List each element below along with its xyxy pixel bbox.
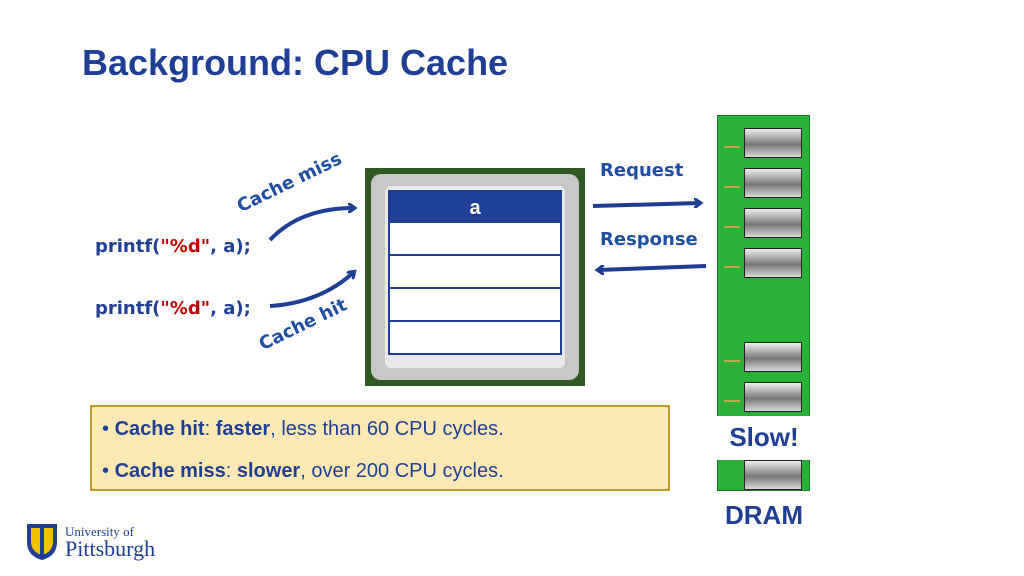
dram-contact	[724, 226, 740, 228]
dram-contact	[724, 146, 740, 148]
bullet-speed: faster	[215, 418, 271, 440]
code-suffix: , a);	[210, 236, 251, 257]
bullet-term: Cache hit	[114, 418, 205, 440]
dram-contact	[724, 400, 740, 402]
request-label: Request	[600, 160, 684, 181]
memory-chip	[744, 128, 802, 158]
slow-label: Slow!	[729, 422, 799, 452]
university-logo: University of Pittsburgh	[25, 518, 185, 568]
bullet-separator: :	[204, 418, 216, 440]
cache-miss-arrow	[268, 208, 354, 242]
request-arrow	[592, 203, 700, 206]
cache-line-empty	[388, 322, 562, 355]
response-arrow	[598, 264, 707, 270]
cache-line-empty	[388, 256, 562, 289]
slide-title: Background: CPU Cache	[82, 42, 509, 83]
memory-chip	[744, 382, 802, 412]
logo-line-2: Pittsburgh	[65, 536, 156, 561]
slow-callout: Slow!	[716, 416, 812, 460]
latency-note-box: • Cache hit: faster, less than 60 CPU cy…	[90, 405, 670, 491]
cache-line-empty	[388, 289, 562, 322]
dram-label: DRAM	[725, 500, 803, 530]
cache-line-a: a	[388, 190, 562, 223]
shield-icon	[27, 524, 57, 560]
code-suffix: , a);	[210, 298, 251, 319]
logo-line-1: University of	[65, 524, 134, 539]
code-line-1: printf("%d", a);	[95, 236, 251, 257]
memory-chip	[744, 168, 802, 198]
dram-contact	[724, 266, 740, 268]
memory-chip	[744, 342, 802, 372]
response-label: Response	[600, 229, 698, 250]
cache-line-empty	[388, 223, 562, 256]
bullet-speed: slower	[236, 460, 301, 482]
cache-table: a	[388, 190, 562, 355]
memory-chip	[744, 460, 802, 490]
bullet-detail: , less than 60 CPU cycles.	[270, 418, 504, 440]
cache-hit-arrow	[269, 272, 354, 308]
code-line-2: printf("%d", a);	[95, 298, 251, 319]
dram-contact	[724, 186, 740, 188]
code-format-string: "%d"	[160, 236, 211, 257]
code-format-string: "%d"	[160, 298, 211, 319]
code-prefix: printf(	[95, 236, 161, 257]
memory-chip	[744, 208, 802, 238]
memory-chip	[744, 248, 802, 278]
cache-miss-bullet: • Cache miss: slower, over 200 CPU cycle…	[102, 460, 504, 482]
bullet-term: Cache miss	[114, 460, 226, 482]
bullet-detail: , over 200 CPU cycles.	[300, 460, 504, 482]
bullet-separator: :	[225, 460, 237, 482]
cache-hit-bullet: • Cache hit: faster, less than 60 CPU cy…	[102, 418, 504, 440]
dram-contact	[724, 360, 740, 362]
code-prefix: printf(	[95, 298, 161, 319]
